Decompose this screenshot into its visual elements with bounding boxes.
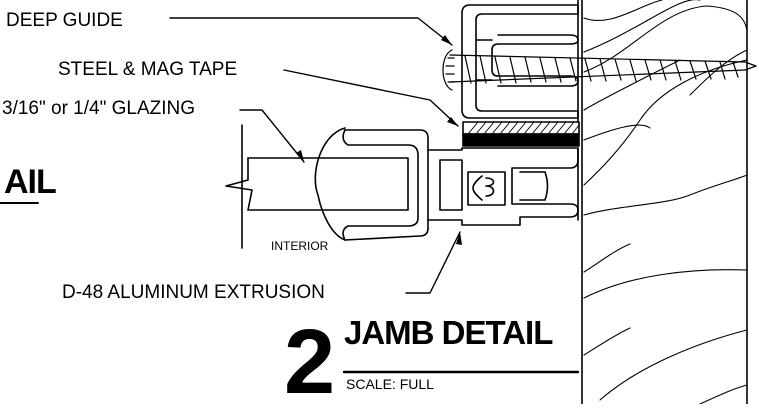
deep-guide-channel [461, 0, 579, 123]
detail-scale: SCALE: FULL [346, 376, 434, 392]
label-glazing: 3/16" or 1/4" GLAZING [2, 98, 196, 119]
label-steel-mag-tape: STEEL & MAG TAPE [58, 59, 238, 80]
wall-jamb [581, 0, 748, 405]
leader-lines [169, 17, 461, 294]
label-aluminum-extrusion: D-48 ALUMINUM EXTRUSION [62, 282, 325, 303]
label-deep-guide: DEEP GUIDE [6, 10, 123, 31]
steel-mag-tape [462, 121, 580, 147]
detail-title: JAMB DETAIL [344, 314, 553, 351]
adjacent-detail-title-fragment: AIL [4, 163, 57, 201]
detail-number: 2 [284, 311, 335, 413]
drawing-canvas [0, 0, 757, 405]
d48-extrusion [314, 127, 579, 241]
label-interior: INTERIOR [271, 239, 329, 253]
glazing-panel [225, 124, 409, 249]
screw [442, 49, 757, 91]
leader-arrowheads [296, 35, 462, 245]
wood-grain [583, 0, 748, 405]
